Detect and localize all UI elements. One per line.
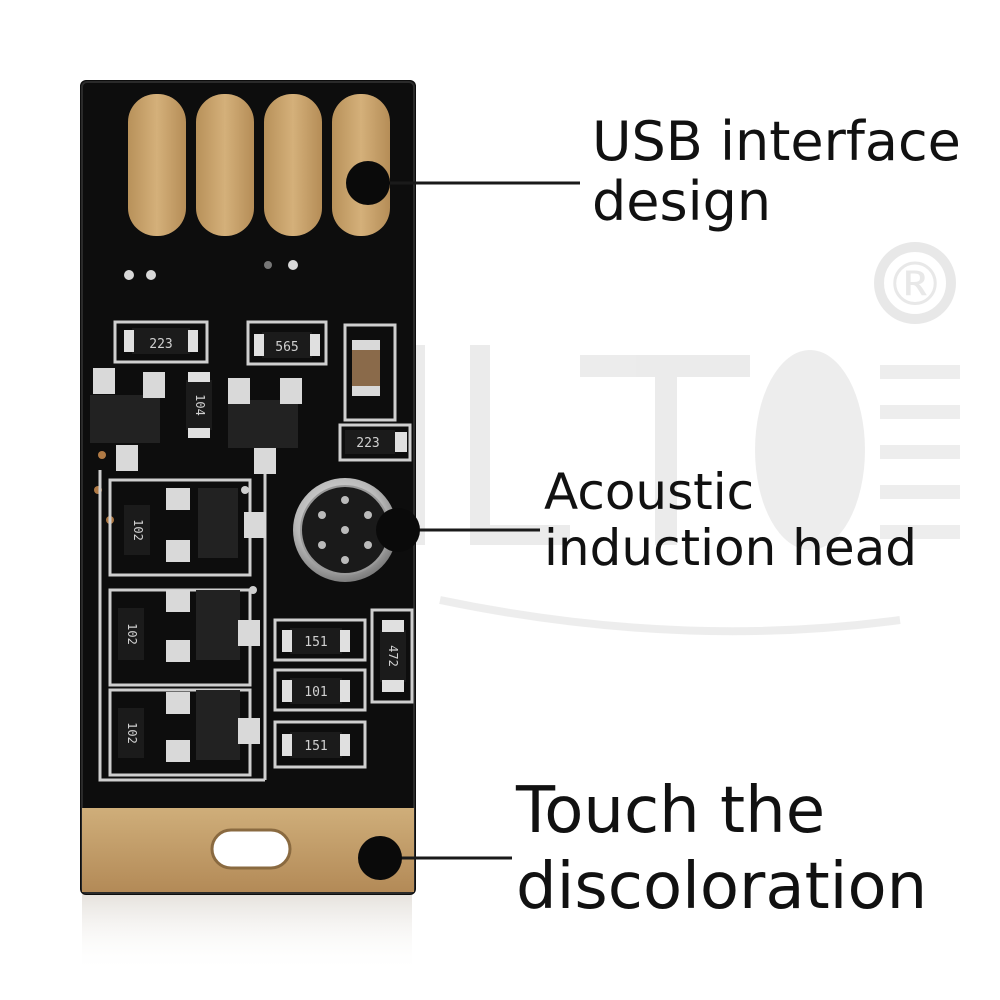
resistor-r11: 472: [380, 620, 406, 692]
callout-markers: [346, 161, 580, 880]
callout-dot-icon: [358, 836, 402, 880]
smd-resistors: 223 565 104 223 102: [118, 328, 407, 758]
capacitor: [352, 340, 380, 396]
callout-line: discoloration: [516, 849, 928, 924]
resistor-label: 151: [304, 739, 327, 754]
resistor-label: 151: [304, 635, 327, 650]
resistor-r5: 102: [124, 505, 150, 555]
microphone: [293, 478, 397, 582]
resistor-r4: 223: [345, 430, 407, 454]
watermark: ®: [405, 242, 960, 636]
resistor-label: 101: [304, 685, 327, 700]
callout-line: Touch the: [516, 774, 826, 848]
resistor-label: 472: [386, 645, 400, 667]
resistor-label: 102: [125, 623, 139, 645]
resistor-r8: 151: [282, 628, 350, 654]
resistor-r1: 223: [124, 328, 198, 354]
registered-mark-glyph: ®: [885, 250, 945, 320]
resistor-r2: 565: [254, 332, 320, 358]
touch-pad: [82, 808, 414, 892]
callout-line: USB interface: [592, 110, 961, 173]
pcb-board: 223 565 104 223 102: [80, 80, 416, 895]
callout-dot-icon: [376, 508, 420, 552]
callout-line: induction head: [544, 519, 917, 577]
resistor-r6: 102: [118, 608, 144, 660]
mounting-hole: [210, 828, 292, 870]
callout-dot-icon: [346, 161, 390, 205]
board-reflection: [82, 893, 412, 973]
resistor-label: 102: [125, 722, 139, 744]
solder-pads: [93, 368, 302, 762]
usb-interface-callout: USB interface design: [592, 110, 961, 234]
resistor-label: 565: [275, 340, 298, 355]
resistor-r10: 151: [282, 732, 350, 758]
resistor-r9: 101: [282, 678, 350, 704]
vias: [94, 260, 298, 594]
resistor-label: 104: [193, 394, 207, 416]
registered-mark-icon: [874, 242, 956, 324]
usb-contact: [196, 94, 254, 236]
callout-line: Acoustic: [544, 463, 755, 521]
resistor-r3: 104: [186, 372, 212, 438]
usb-contact: [128, 94, 186, 236]
resistor-label: 223: [356, 436, 379, 451]
resistor-r7: 102: [118, 708, 144, 758]
resistor-label: 102: [131, 519, 145, 541]
touch-discoloration-callout: Touch the discoloration: [516, 774, 927, 925]
transistors: [90, 395, 298, 760]
callout-line: design: [592, 170, 772, 234]
resistor-label: 223: [149, 337, 172, 352]
acoustic-induction-callout: Acoustic induction head: [544, 464, 917, 576]
usb-contact: [264, 94, 322, 236]
